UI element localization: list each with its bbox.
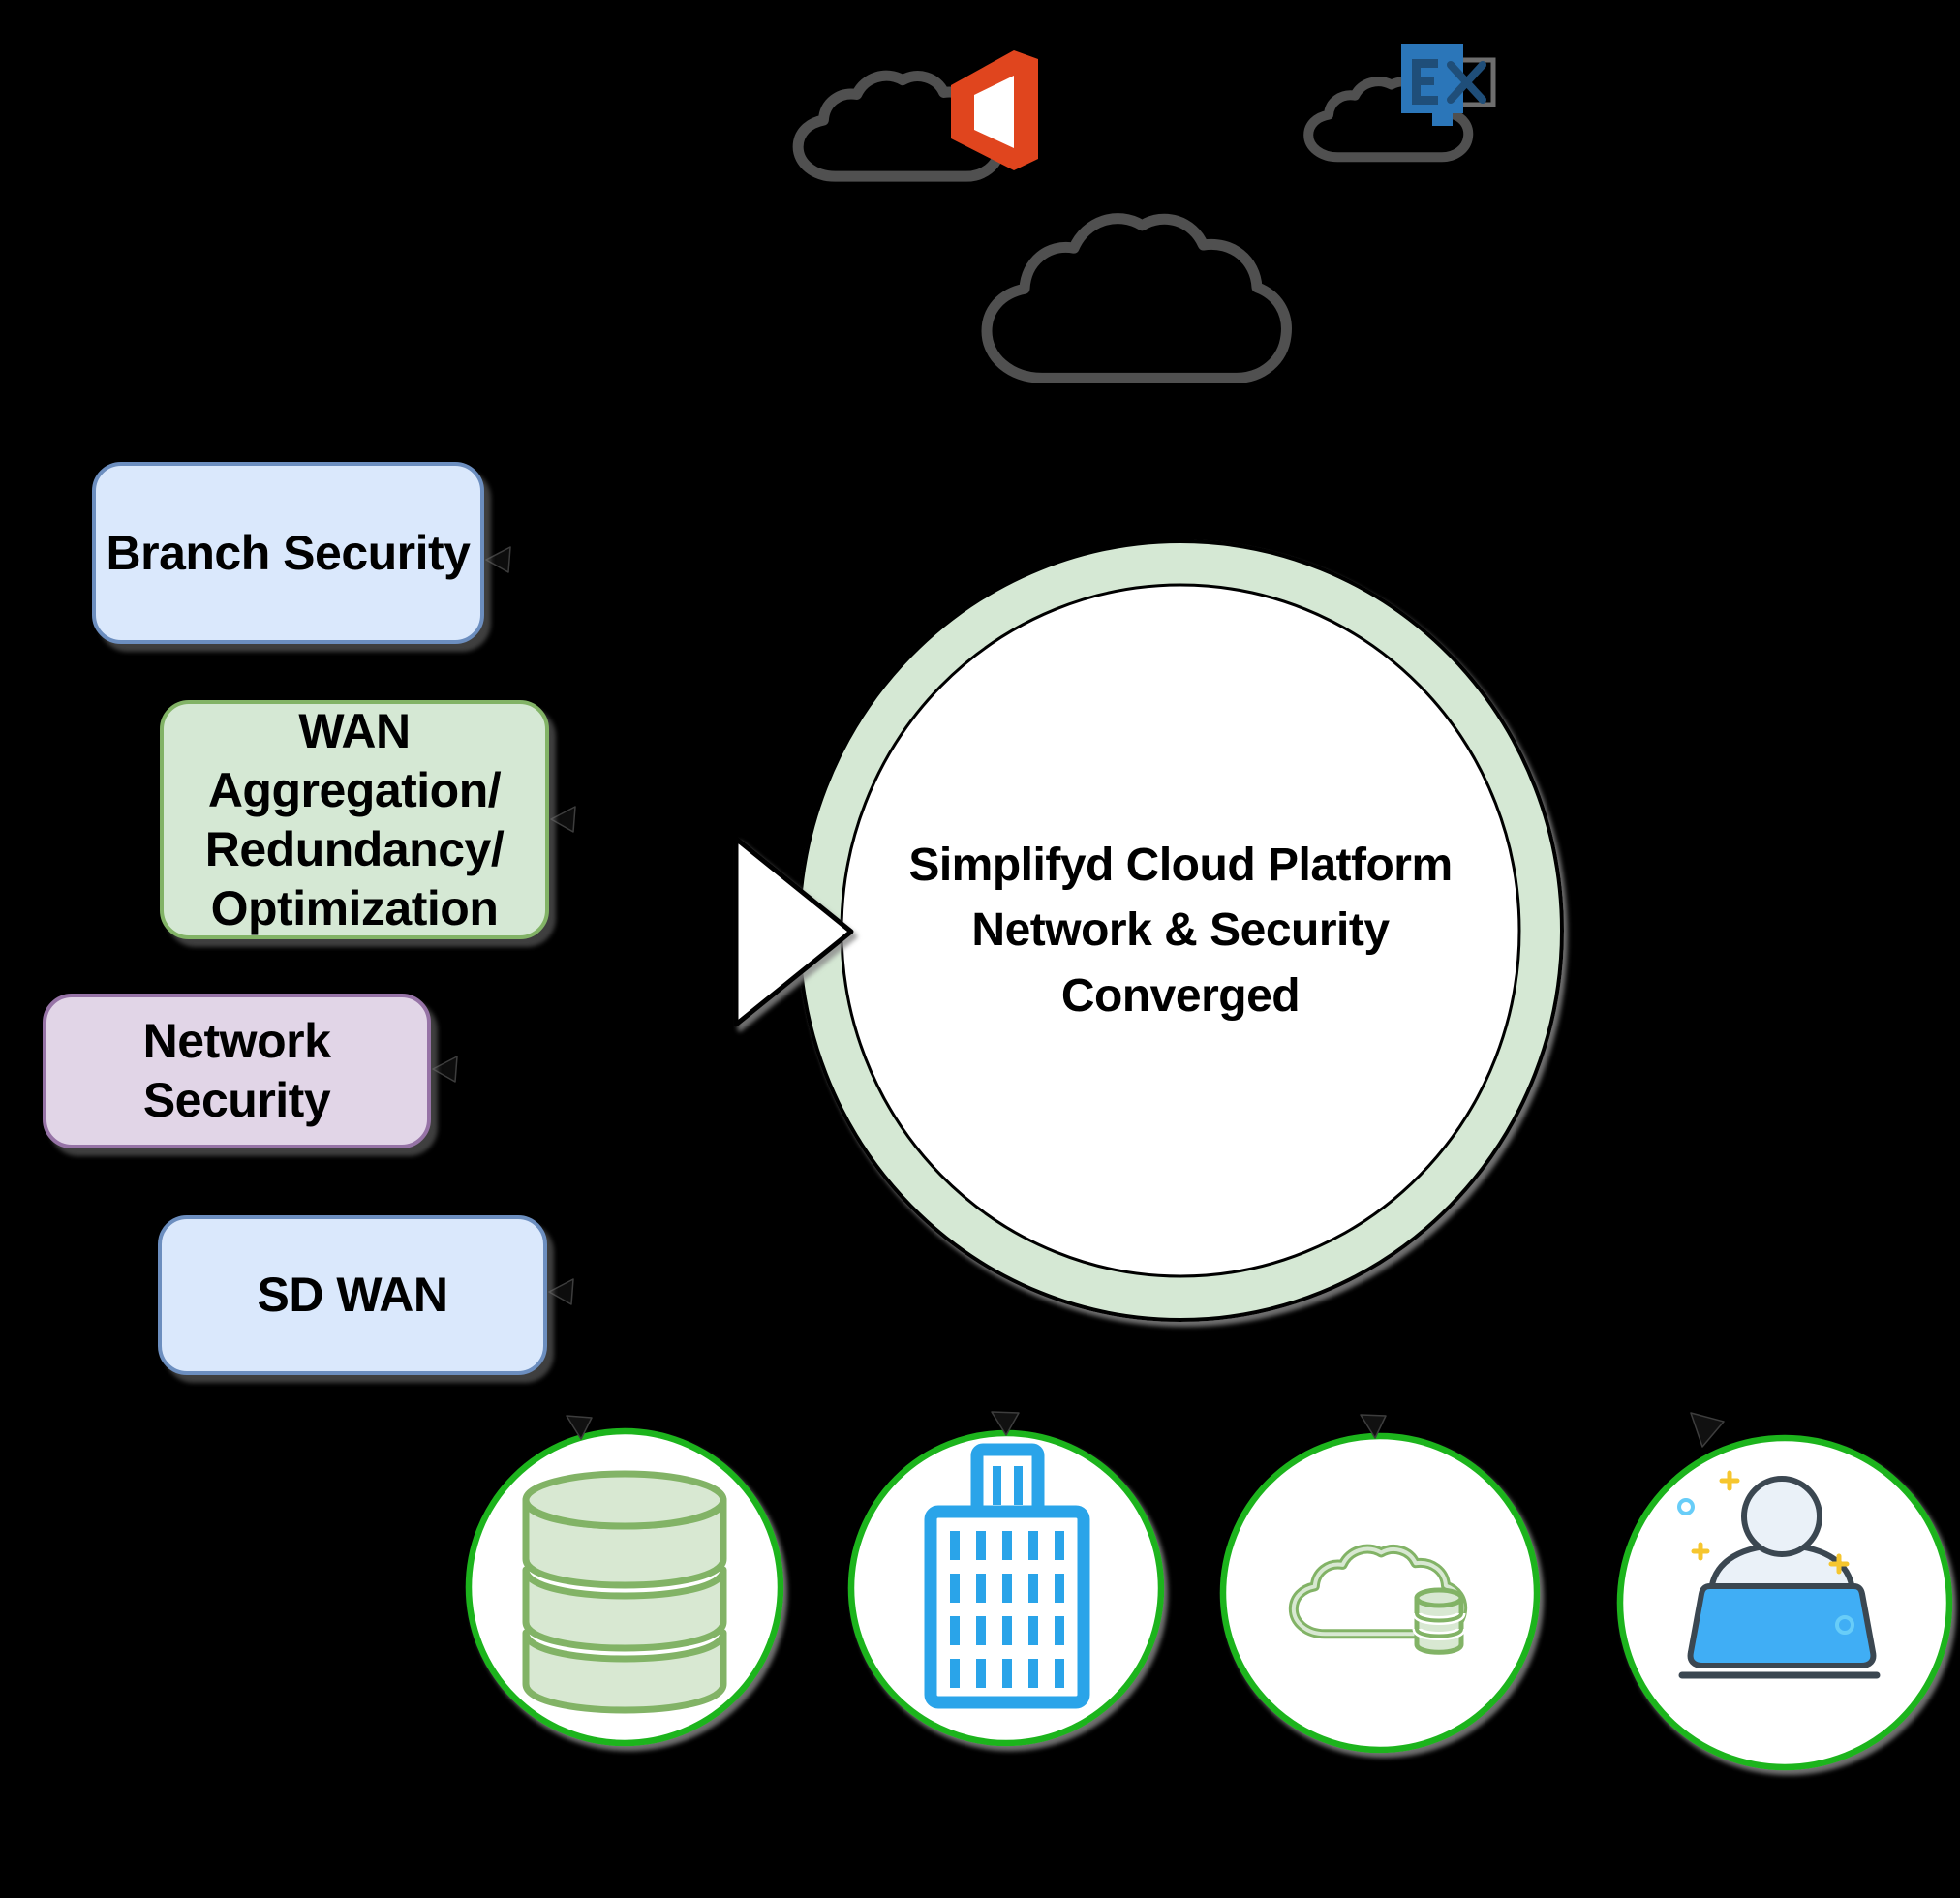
platform-circle-label-text: Simplifyd Cloud Platform Network & Secur…: [908, 840, 1453, 1022]
bottom-circle-person: [1616, 1434, 1953, 1771]
connector-arrowheads-left: [432, 546, 576, 1305]
exchange-cloud-icon: [1308, 81, 1468, 157]
connector-arrowhead: [1690, 1412, 1725, 1448]
sparkle-icons: [1691, 1470, 1850, 1575]
cloud-database-icon: [1294, 1549, 1462, 1655]
person-at-laptop-icon: [1677, 1470, 1881, 1679]
platform-circle: [797, 539, 1564, 1322]
bottom-circle-building: [847, 1429, 1165, 1747]
cloud-icon: [987, 219, 1286, 379]
bottom-circle-cloud-db: [1219, 1432, 1541, 1754]
box-wan-aggregation: WAN Aggregation/ Redundancy/ Optimizatio…: [160, 700, 549, 939]
office-building-icon: [924, 1443, 1090, 1709]
top-clouds: [798, 44, 1496, 379]
box-sd-wan: SD WAN: [158, 1215, 547, 1375]
connector-arrowhead: [1360, 1414, 1387, 1439]
bubble-icon: [1835, 1615, 1854, 1635]
connector-arrowheads-bottom: [566, 1411, 1725, 1448]
connector-arrowhead: [991, 1411, 1020, 1436]
box-sd-wan-label: SD WAN: [257, 1268, 449, 1322]
box-network-security-label: Network Security: [142, 1014, 331, 1127]
platform-circle-label: Simplifyd Cloud Platform Network & Secur…: [851, 785, 1510, 1076]
box-branch-security-label: Branch Security: [106, 525, 471, 580]
box-network-security: Network Security: [43, 994, 431, 1148]
box-branch-security: Branch Security: [92, 462, 484, 644]
connector-arrowhead: [550, 806, 576, 833]
connector-arrowhead: [566, 1415, 593, 1440]
bubble-icon: [1677, 1498, 1695, 1515]
office-365-logo-icon: [951, 50, 1038, 170]
connector-arrowhead: [485, 546, 511, 573]
connector-arrowhead: [432, 1056, 458, 1083]
connector-arrowhead: [548, 1278, 574, 1305]
exchange-logo-icon: [1401, 44, 1496, 126]
box-wan-aggregation-label: WAN Aggregation/ Redundancy/ Optimizatio…: [204, 703, 505, 935]
arrow-icon: [733, 836, 854, 1027]
bottom-circle-database: [465, 1427, 784, 1747]
database-icon: [522, 1470, 727, 1714]
